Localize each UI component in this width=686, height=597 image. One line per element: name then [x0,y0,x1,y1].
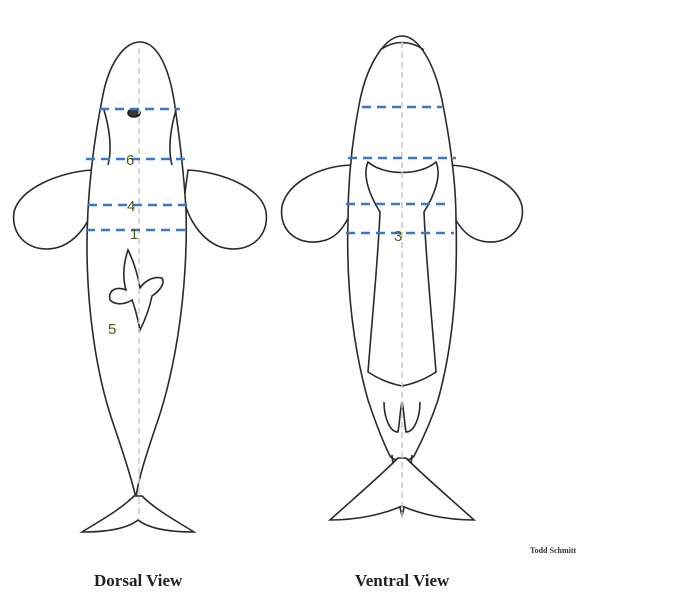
marker-5: 5 [108,321,116,338]
marker-1: 1 [130,226,138,243]
marker-4: 4 [127,198,135,215]
photo-credit: Todd Schmitt [530,546,576,555]
ventral-view-caption: Ventral View [355,571,449,591]
dorsal-view-caption: Dorsal View [94,571,182,591]
marker-3: 3 [394,228,402,245]
marker-6: 6 [126,152,134,169]
